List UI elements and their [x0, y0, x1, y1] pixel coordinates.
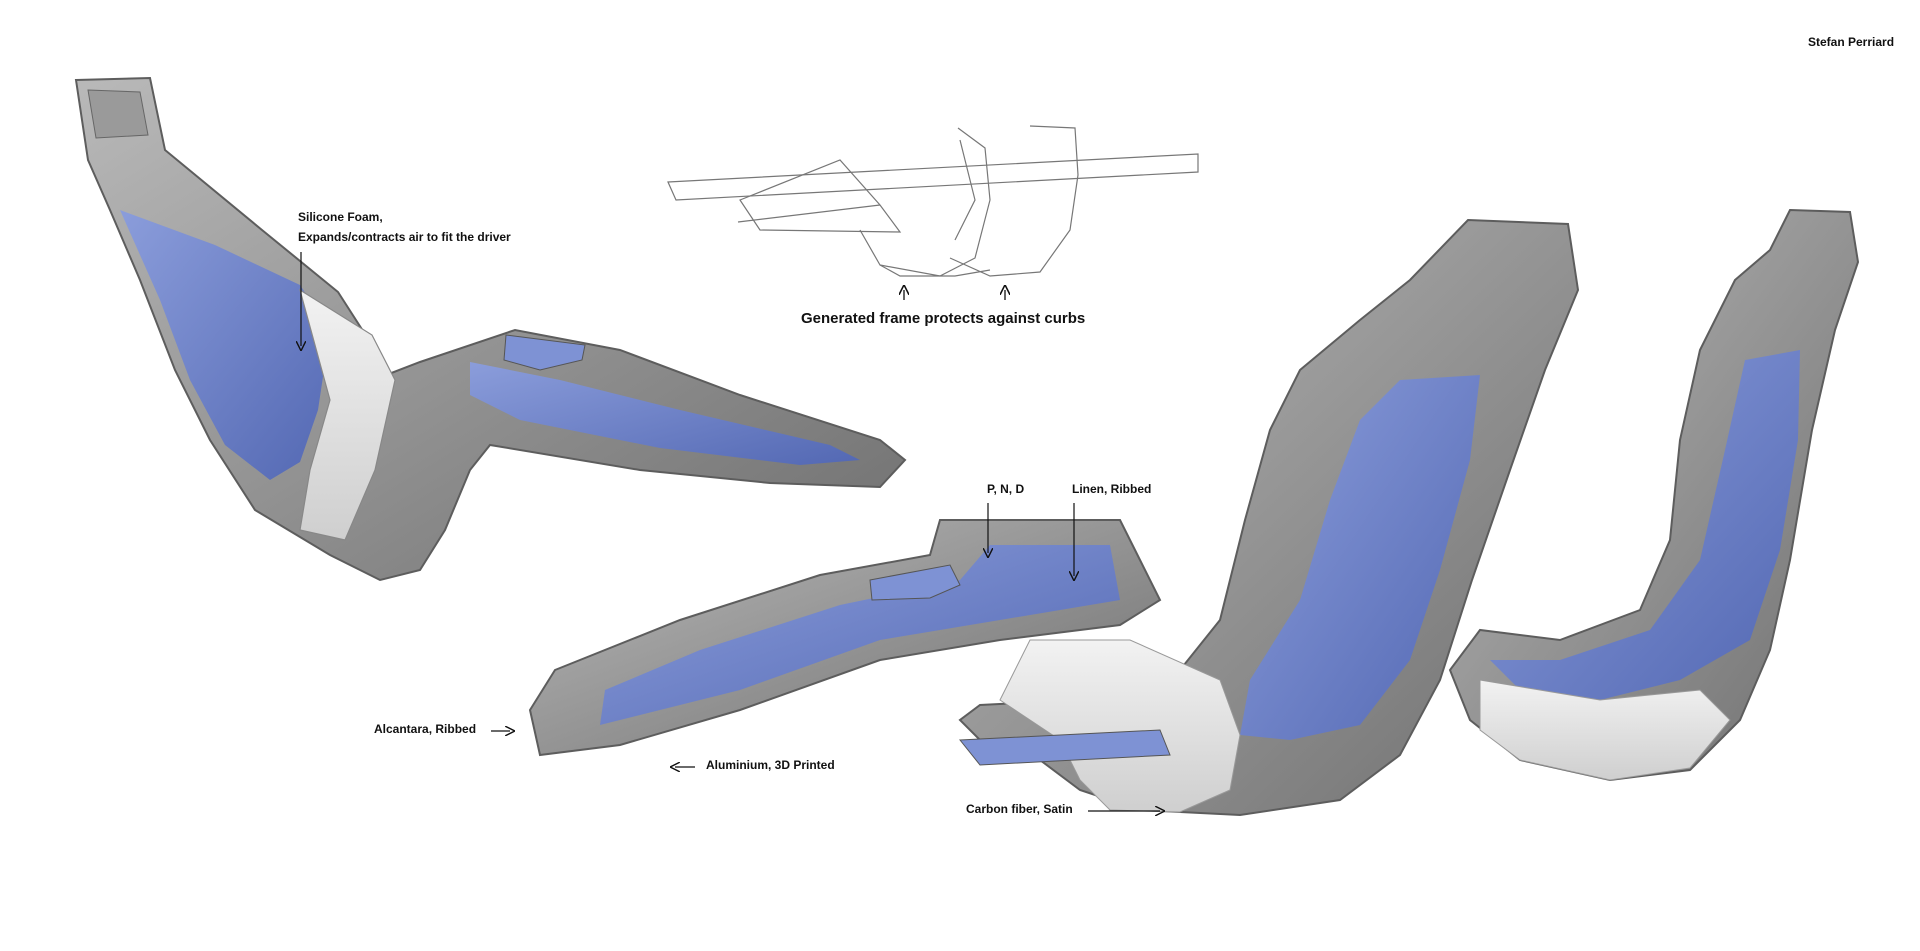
alcantara-label: Alcantara, Ribbed: [374, 722, 477, 736]
aluminium-label: Aluminium, 3D Printed: [706, 758, 835, 772]
linen-label: Linen, Ribbed: [1072, 482, 1152, 496]
frame-wireframe-view: [667, 125, 1199, 277]
seat-pair-view: [528, 208, 1860, 817]
silicone-foam-line1: Silicone Foam,: [298, 210, 383, 224]
generated-frame-caption: Generated frame protects against curbs: [801, 310, 1086, 327]
silicone-foam-line2: Expands/contracts air to fit the driver: [298, 230, 511, 244]
carbon-fiber-label: Carbon fiber, Satin: [966, 802, 1073, 816]
seat-side-view: [74, 76, 907, 582]
pnd-label: P, N, D: [987, 482, 1025, 496]
silicone-foam-annotation: Silicone Foam, Expands/contracts air to …: [298, 208, 511, 246]
author-name: Stefan Perriard: [1808, 35, 1895, 49]
